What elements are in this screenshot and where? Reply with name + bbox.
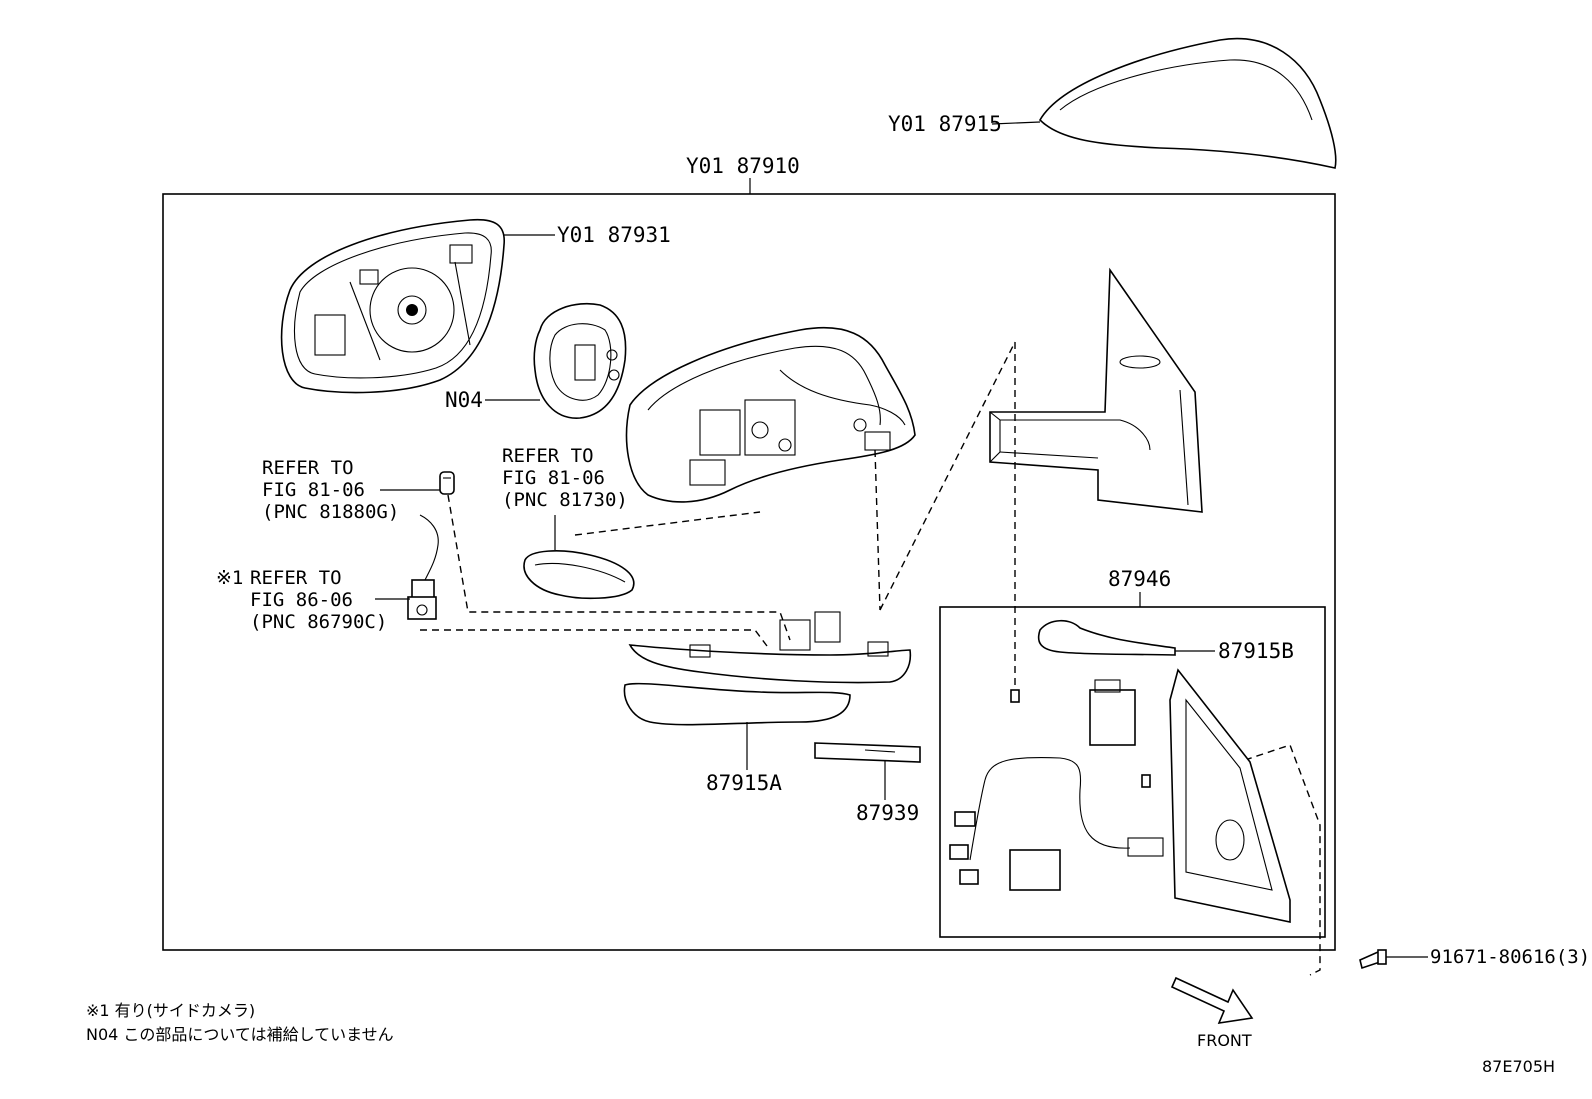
label-refer-b-3: (PNC 81730) (502, 489, 628, 511)
label-sub-assy: 87946 (1108, 567, 1171, 591)
label-bolt: 91671-80616(3) (1430, 946, 1590, 968)
figure-code: 87E705H (1482, 1057, 1555, 1076)
dash-turn-lamp (574, 511, 761, 536)
dash-housing (874, 449, 881, 611)
dash-bolt (1244, 744, 1321, 976)
label-cover: Y01 87915 (888, 112, 1002, 136)
label-motor: N04 (445, 388, 483, 412)
front-arrow-icon (1170, 976, 1254, 1025)
mirror-housing-drawing (625, 326, 916, 503)
dash-bulb (447, 494, 791, 641)
note-1: ※1 有り(サイドカメラ) (86, 1001, 255, 1020)
bolt-drawing (1359, 949, 1387, 970)
lower-cover-drawing (623, 611, 912, 726)
label-refer-b-1: REFER TO (502, 445, 594, 467)
motor-drawing (533, 303, 627, 419)
note-2: N04 この部品については補給していません (86, 1025, 394, 1044)
label-87939: 87939 (856, 801, 919, 825)
label-front: FRONT (1197, 1031, 1252, 1050)
label-refer-a-2: FIG 81-06 (262, 479, 365, 501)
strip-87939-drawing (814, 742, 921, 763)
label-cover-b: 87915B (1218, 639, 1294, 663)
label-mirror-assy: Y01 87910 (686, 154, 800, 178)
label-refer-a-3: (PNC 81880G) (262, 501, 399, 523)
label-refer-a-1: REFER TO (262, 457, 354, 479)
label-refer-c-mark: ※1 (216, 567, 243, 589)
label-refer-c-2: FIG 86-06 (250, 589, 353, 611)
label-mirror-glass: Y01 87931 (557, 223, 671, 247)
label-cover-a: 87915A (706, 771, 782, 795)
label-refer-c-1: REFER TO (250, 567, 342, 589)
sub-assy-parts-drawing (949, 619, 1291, 923)
dash-to-base (879, 341, 1016, 611)
mirror-cover-drawing (1039, 37, 1337, 169)
door-base-drawing (989, 267, 1203, 513)
assembly-frame (162, 193, 1336, 951)
turn-lamp-drawing (523, 550, 635, 600)
sub-assembly-frame (939, 606, 1326, 938)
bulb-drawing (439, 471, 455, 495)
mirror-glass-drawing (280, 218, 505, 394)
leader-cover (991, 121, 1041, 125)
camera-drawing (407, 514, 439, 620)
dash-camera (420, 629, 771, 651)
label-refer-c-3: (PNC 86790C) (250, 611, 387, 633)
label-refer-b-2: FIG 81-06 (502, 467, 605, 489)
